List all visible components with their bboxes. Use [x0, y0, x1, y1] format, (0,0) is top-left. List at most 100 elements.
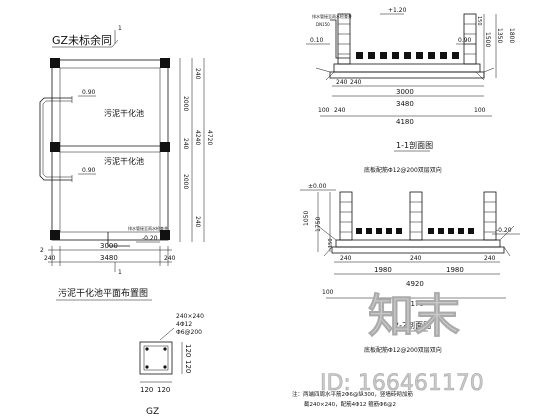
- section2-level-top: ±0.00: [308, 183, 327, 190]
- plan-pipe-level-upper: 0.90: [82, 89, 96, 96]
- section-1-view: +1.20 排水管接至雨水检查井 DN150 0.10 0.90 150 150…: [306, 7, 515, 174]
- section2-dim-240c: 240: [484, 255, 496, 262]
- gz-bar-br: [163, 365, 167, 369]
- gz-spec-stirrup: Φ6@200: [176, 329, 202, 336]
- gz-column-br: [160, 230, 170, 240]
- section2-dim-240a: 240: [340, 255, 352, 262]
- plan-outer-wall: [51, 59, 169, 241]
- section2-note-2: 截240×240，配筋4Φ12 箍筋Φ6@2: [304, 400, 396, 408]
- plan-section-mark-top: 1: [118, 25, 122, 32]
- section1-pipe: [330, 19, 350, 59]
- section1-dim-240-left: 240: [334, 107, 346, 114]
- plan-dim-bottom-240-left: 240: [44, 255, 56, 262]
- plan-section-mark-bottom: 1: [118, 269, 122, 276]
- section2-left-wall: [339, 191, 353, 241]
- section1-dim-right-1500: 1500: [484, 32, 491, 47]
- gz-column-tr: [160, 58, 170, 68]
- plan-inner-wall: [59, 67, 161, 233]
- section1-caption: 底板配筋Φ12@200双层双向: [364, 166, 442, 174]
- section1-dim-right-1350: 1350: [496, 28, 503, 43]
- plan-level-bottom: -0.20: [142, 235, 158, 242]
- gz-bar-bl: [145, 365, 149, 369]
- plan-dim-right-240-mid: 240: [182, 138, 189, 150]
- section1-title: 1-1剖面图: [396, 140, 433, 150]
- plan-outlet-pipe: [107, 232, 130, 247]
- gz-spec-main: 4Φ12: [176, 321, 192, 328]
- section1-ground-hatch: [315, 67, 495, 81]
- gz-column-mr: [160, 142, 170, 152]
- section2-dim-100: 100: [322, 289, 334, 296]
- section2-mid-wall: [409, 191, 423, 241]
- section1-level-top: +1.20: [388, 7, 407, 14]
- plan-drain-pipe-inner: [42, 100, 72, 178]
- section2-filter-blocks: [356, 228, 474, 234]
- plan-dim-bottom-3480: 3480: [100, 254, 118, 262]
- watermark-logo-text: 知末: [368, 289, 460, 343]
- gz-dim-bottom-a: 120: [140, 386, 153, 394]
- section2-dim-4920: 4920: [406, 280, 424, 288]
- plan-dim-bottom-3000: 3000: [100, 242, 118, 250]
- section1-base-slab: [333, 63, 481, 73]
- section1-filter-blocks: [356, 52, 459, 59]
- gz-column-bl: [50, 230, 60, 240]
- section1-note-size: DN150: [316, 22, 330, 27]
- plan-title: 污泥干化池平面布置图: [58, 287, 148, 299]
- gz-spec-leader: [159, 327, 175, 341]
- section1-dim-4180: 4180: [396, 118, 414, 126]
- section1-dim-240b: 240: [350, 79, 362, 86]
- section2-dim-1980a: 1980: [374, 266, 392, 274]
- section1-level-pipe: 0.90: [458, 37, 472, 44]
- section1-left-wall: [337, 13, 351, 65]
- watermark-id-text: ID: 166461170: [320, 371, 484, 396]
- plan-view: GZ未标余同 1 0.90 0.90 污泥干化池 污泥干化池 排水管接至雨水检查…: [39, 25, 213, 301]
- section1-dim-100-right: 100: [474, 107, 486, 114]
- section1-dim-3480: 3480: [396, 100, 414, 108]
- section1-note-pipe: 排水管接至雨水检查井: [312, 13, 352, 19]
- plan-cell-label-lower: 污泥干化池: [104, 156, 144, 166]
- plan-drain-pipe: [39, 97, 72, 181]
- section2-note-1: 注：两端四周水平筋2Φ6@纵300，竖墙砖砌加筋: [292, 390, 413, 398]
- gz-dim-right-a: 120: [184, 344, 192, 357]
- gz-dim-right-b: 120: [184, 360, 192, 373]
- gz-bar-tr: [163, 347, 167, 351]
- gz-section-outline: [139, 341, 173, 375]
- plan-dim-right-2000-upper: 2000: [182, 96, 189, 111]
- gz-bar-tl: [145, 347, 149, 351]
- gz-detail: 240×240 4Φ12 Φ6@200 120 120 120 120 GZ: [139, 313, 204, 417]
- section2-base-footing: [331, 246, 505, 254]
- plan-dim-right-4240: 4240: [194, 130, 201, 145]
- section2-wall-brick-lines: [340, 201, 496, 233]
- section2-dim-left-1050: 1050: [303, 211, 310, 226]
- watermark: 知末 ID: 166461170: [320, 289, 484, 397]
- plan-pipe-level-lower: 0.90: [82, 167, 96, 174]
- section-2-view: ±0.00 -0.20 1050 1750 150 240 1980 240 1: [292, 183, 520, 408]
- plan-dim-right-2000-lower: 2000: [182, 174, 189, 189]
- section1-wall-brick-lines: [338, 23, 476, 55]
- section2-base-slab: [335, 239, 501, 248]
- section2-dim-left-150: 150: [328, 238, 334, 248]
- plan-dim-bottom-240-right: 240: [164, 255, 176, 262]
- section2-level-bottom: -0.20: [496, 227, 512, 234]
- gz-dim-bottom-b: 120: [157, 386, 170, 394]
- gz-stirrup: [143, 345, 169, 371]
- gz-column-ml: [50, 142, 60, 152]
- section1-dim-240a: 240: [336, 79, 348, 86]
- plan-outlet-note: 排水管接至雨水检查井: [128, 225, 168, 231]
- section1-dim-right-1800: 1800: [508, 28, 515, 43]
- section1-level-inner: 0.10: [310, 37, 324, 44]
- section2-dim-240b: 240: [410, 255, 422, 262]
- section2-ground-hatch: [317, 225, 515, 257]
- plan-cell-label-upper: 污泥干化池: [104, 108, 144, 118]
- plan-dim-right-240-top: 240: [194, 68, 201, 80]
- plan-dim-right-240-bottom: 240: [194, 216, 201, 228]
- section2-title: 2-2剖面图: [394, 320, 431, 330]
- plan-section-mark-left: 2: [40, 247, 44, 254]
- section2-right-wall: [483, 191, 497, 241]
- section1-dim-100-left: 100: [318, 107, 330, 114]
- gz-title: GZ: [146, 407, 159, 417]
- section1-base-footing: [329, 71, 485, 79]
- gz-column-tl: [50, 58, 60, 68]
- plan-dim-right-4720: 4720: [206, 130, 213, 145]
- section2-dim-5170: 5170: [406, 300, 424, 308]
